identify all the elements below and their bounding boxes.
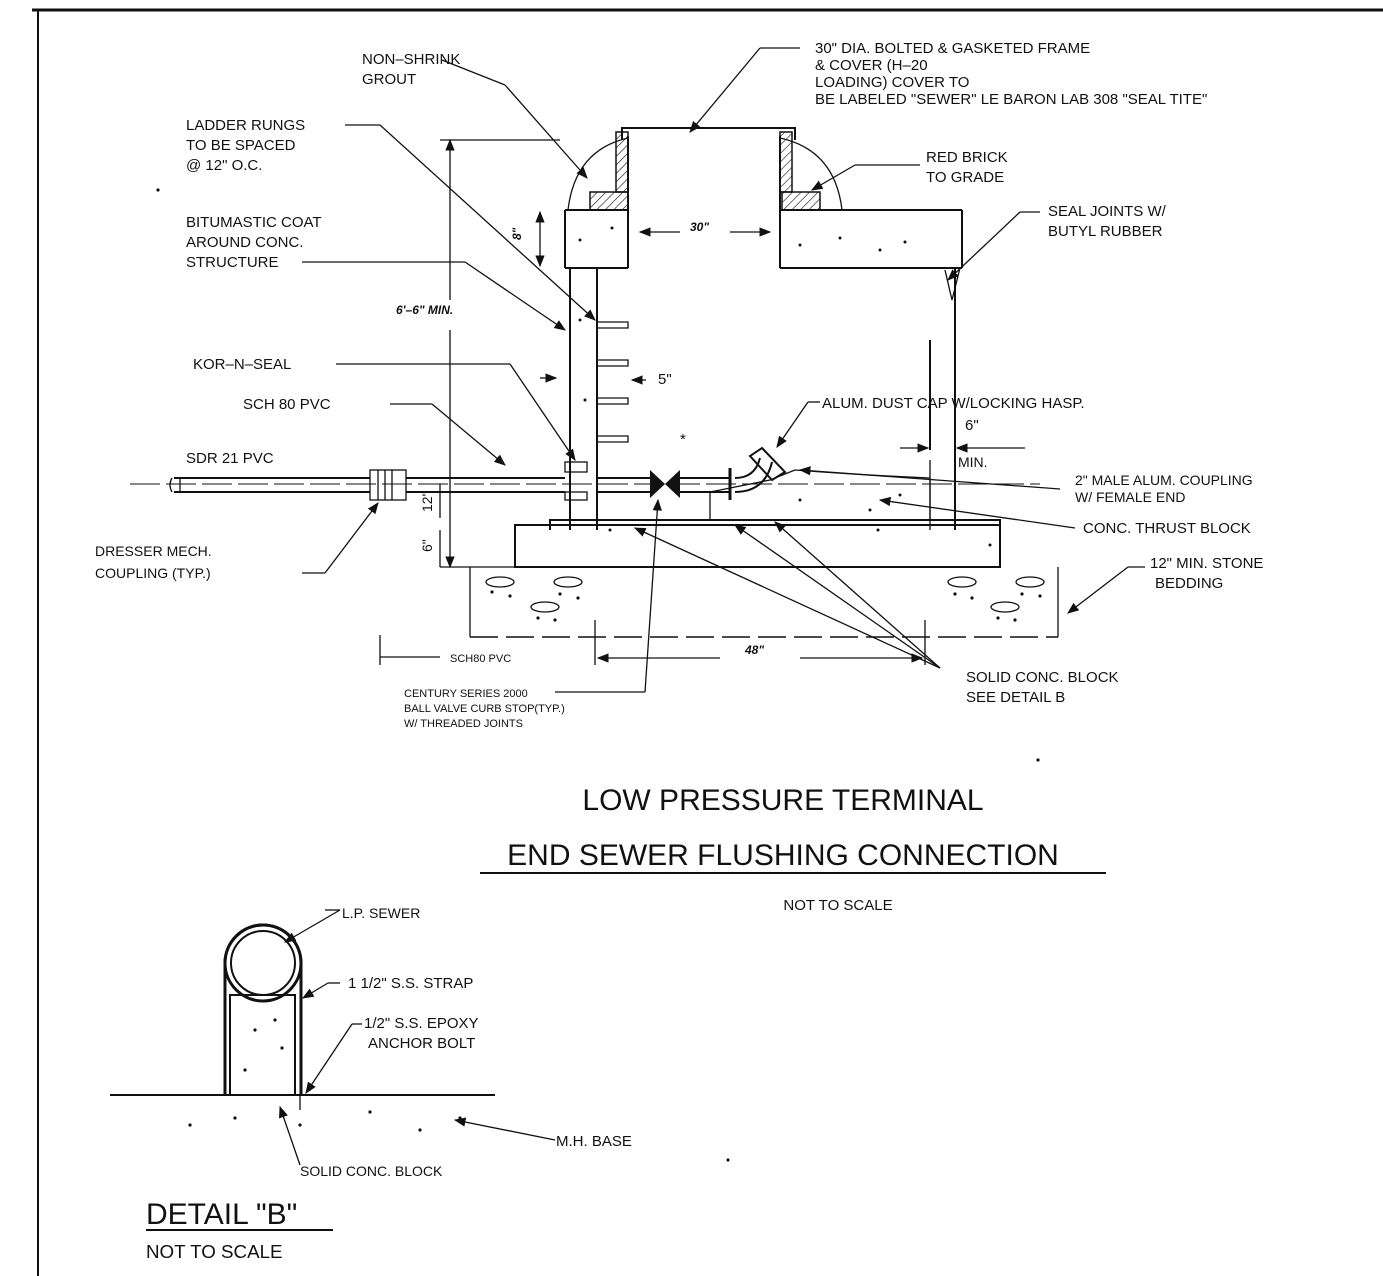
label-century-2: BALL VALVE CURB STOP(TYP.) <box>404 703 565 715</box>
label-bitumastic-2: AROUND CONC. <box>186 234 304 251</box>
dim-min-depth: 6'–6" MIN. <box>396 303 453 317</box>
base-slab <box>514 524 1001 568</box>
label-solid-block-2: SEE DETAIL B <box>966 689 1065 706</box>
callout-labels: NON–SHRINK GROUT 30" DIA. BOLTED & GASKE… <box>95 40 1263 730</box>
drawing-title: LOW PRESSURE TERMINAL END SEWER FLUSHING… <box>480 784 1106 914</box>
title-line-1: LOW PRESSURE TERMINAL <box>582 784 983 817</box>
dresser-coupling <box>369 469 407 501</box>
ball-valve <box>650 470 680 498</box>
label-solid-block-1: SOLID CONC. BLOCK <box>966 669 1119 686</box>
dim-six-base: 6" <box>419 539 435 552</box>
label-sdr21-pvc: SDR 21 PVC <box>186 450 274 467</box>
dim-min: MIN. <box>958 454 988 470</box>
detail-b: L.P. SEWER 1 1/2" S.S. STRAP 1/2" S.S. E… <box>110 188 1040 1262</box>
stone-bedding <box>469 567 1059 638</box>
label-to-grade: TO GRADE <box>926 169 1004 186</box>
dimension-lines <box>379 138 1025 665</box>
label-kor-n-seal: KOR–N–SEAL <box>193 356 291 373</box>
dust-cap <box>748 446 787 482</box>
label-dresser-1: DRESSER MECH. <box>95 543 212 559</box>
label-ladder-1: LADDER RUNGS <box>186 117 305 134</box>
red-brick-left <box>589 191 629 211</box>
label-bitumastic-3: STRUCTURE <box>186 254 279 271</box>
title-line-2: END SEWER FLUSHING CONNECTION <box>507 839 1059 872</box>
label-ladder-2: TO BE SPACED <box>186 137 296 154</box>
dimension-labels: 8" 30" 6'–6" MIN. 5" 6" MIN. * 12" 6" 48… <box>396 220 988 657</box>
label-male-coupling-1: 2" MALE ALUM. COUPLING <box>1075 472 1253 488</box>
label-lp-sewer: L.P. SEWER <box>342 905 420 921</box>
label-dust-cap: ALUM. DUST CAP W/LOCKING HASP. <box>822 395 1085 412</box>
label-grout: GROUT <box>362 71 416 88</box>
frame-cover <box>621 127 796 140</box>
label-sch80-bottom: SCH80 PVC <box>450 653 511 665</box>
red-brick-right <box>781 191 821 211</box>
label-seal-joints: SEAL JOINTS W/ <box>1048 203 1167 220</box>
concrete-speckle <box>578 226 992 547</box>
dim-twelve: 12" <box>419 491 435 512</box>
label-dresser-2: COUPLING (TYP.) <box>95 565 211 581</box>
label-frame-3: LOADING) COVER TO <box>815 74 969 91</box>
label-thrust-block: CONC. THRUST BLOCK <box>1083 520 1251 537</box>
dim-slab: 8" <box>510 227 524 240</box>
detail-b-title: DETAIL "B" <box>146 1198 297 1231</box>
label-mh-base: M.H. BASE <box>556 1133 632 1150</box>
label-non-shrink: NON–SHRINK <box>362 51 460 68</box>
leader-lines <box>302 47 1145 693</box>
label-male-coupling-2: W/ FEMALE END <box>1075 489 1185 505</box>
dim-valve-mark: * <box>680 431 686 448</box>
label-ss-strap: 1 1/2" S.S. STRAP <box>348 975 473 992</box>
ladder-rungs <box>597 321 629 443</box>
sdr21-pvc-pipe <box>130 446 1040 501</box>
label-stone-bedding-1: 12" MIN. STONE <box>1150 555 1263 572</box>
title-scale: NOT TO SCALE <box>783 897 892 914</box>
label-butyl-rubber: BUTYL RUBBER <box>1048 223 1163 240</box>
label-detail-solid-block: SOLID CONC. BLOCK <box>300 1163 443 1179</box>
label-red-brick: RED BRICK <box>926 149 1008 166</box>
label-sch80-pvc: SCH 80 PVC <box>243 396 331 413</box>
label-century-3: W/ THREADED JOINTS <box>404 718 523 730</box>
dim-six-in: 6" <box>965 417 979 434</box>
dim-rung: 5" <box>658 371 672 388</box>
detail-solid-block <box>229 994 296 1096</box>
sheet-border <box>32 8 1383 1276</box>
label-stone-bedding-2: BEDDING <box>1155 575 1223 592</box>
label-frame-1: 30" DIA. BOLTED & GASKETED FRAME <box>815 40 1090 57</box>
kor-n-seal <box>564 461 588 473</box>
manhole-section <box>130 127 1059 638</box>
ss-strap <box>223 923 303 1095</box>
label-bitumastic-1: BITUMASTIC COAT <box>186 214 322 231</box>
dim-width: 48" <box>744 643 764 657</box>
label-century-1: CENTURY SERIES 2000 <box>404 688 528 700</box>
label-ladder-3: @ 12" O.C. <box>186 157 262 174</box>
label-frame-2: & COVER (H–20 <box>815 57 928 74</box>
detail-b-scale: NOT TO SCALE <box>146 1241 283 1262</box>
dim-opening: 30" <box>690 220 709 234</box>
label-frame-4: BE LABELED "SEWER" LE BARON LAB 308 "SEA… <box>815 91 1207 108</box>
label-anchor-bolt-2: ANCHOR BOLT <box>368 1035 475 1052</box>
label-anchor-bolt-1: 1/2" S.S. EPOXY <box>364 1015 479 1032</box>
